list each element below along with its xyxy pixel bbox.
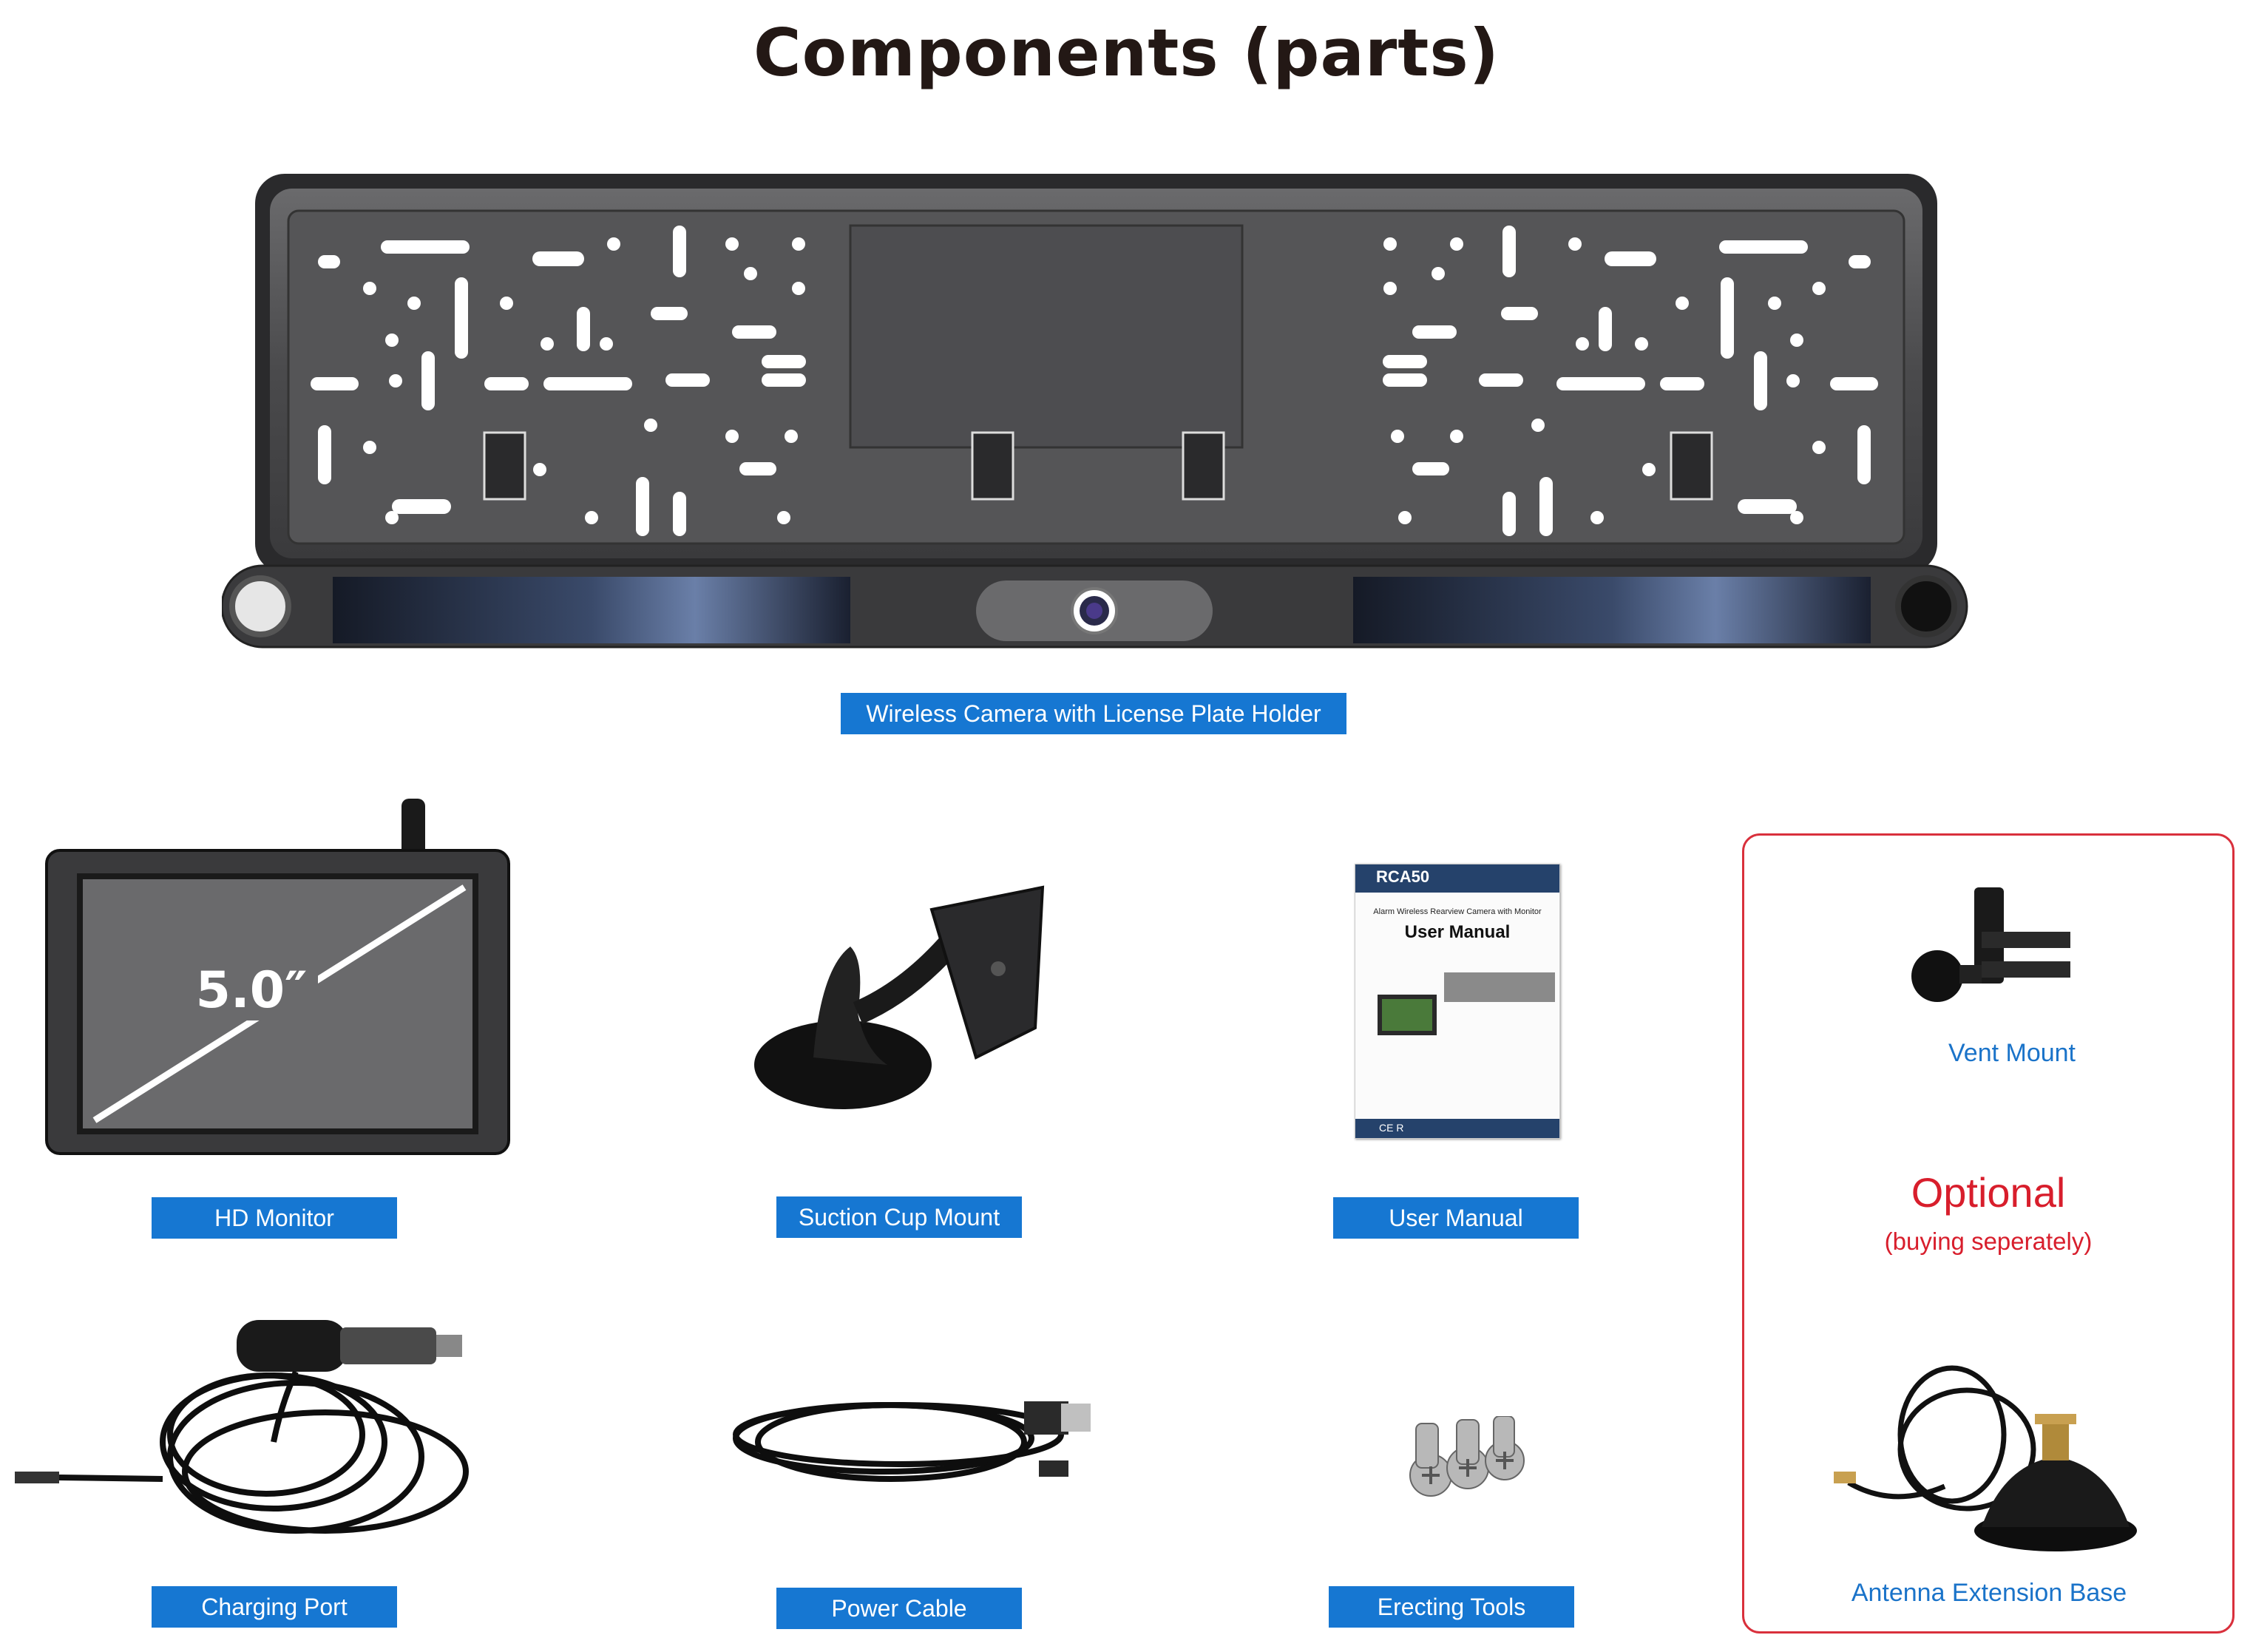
manual-subtitle: Alarm Wireless Rearview Camera with Moni… [1373, 907, 1542, 916]
antenna-extension-base-label: Antenna Extension Base [1851, 1579, 2127, 1607]
suction-cup-mount-image [739, 880, 1065, 1131]
optional-heading: Optional [1911, 1169, 2066, 1216]
page-title: Components (parts) [753, 15, 1500, 91]
manual-cover-illustration [1378, 972, 1555, 1035]
manual-title: User Manual [1404, 922, 1511, 942]
hd-monitor-label: HD Monitor [152, 1197, 397, 1239]
manual-marks: CE R [1379, 1122, 1404, 1134]
camera-label: Wireless Camera with License Plate Holde… [841, 693, 1346, 734]
power-cable-label: Power Cable [776, 1588, 1022, 1629]
vent-mount-label: Vent Mount [1948, 1039, 2076, 1067]
license-plate-holder-image [222, 166, 1982, 669]
optional-accessories-box [1742, 833, 2235, 1634]
charging-port-label: Charging Port [152, 1586, 397, 1628]
user-manual-label: User Manual [1333, 1197, 1579, 1239]
monitor-size-label: 5.0″ [185, 961, 318, 1020]
manual-header-bar: RCA50 [1355, 864, 1559, 893]
charging-port-image [15, 1316, 518, 1546]
manual-model-text: RCA50 [1376, 867, 1430, 886]
antenna-extension-base-image [1834, 1361, 2144, 1553]
erecting-tools-image [1401, 1416, 1534, 1512]
suction-cup-mount-label: Suction Cup Mount [776, 1196, 1022, 1238]
optional-note: (buying seperately) [1884, 1228, 2093, 1255]
manual-footer-bar: CE R [1355, 1119, 1559, 1138]
power-cable-image [714, 1383, 1091, 1486]
erecting-tools-label: Erecting Tools [1329, 1586, 1574, 1628]
vent-mount-image [1900, 880, 2078, 1013]
user-manual-image: RCA50 Alarm Wireless Rearview Camera wit… [1355, 864, 1560, 1139]
